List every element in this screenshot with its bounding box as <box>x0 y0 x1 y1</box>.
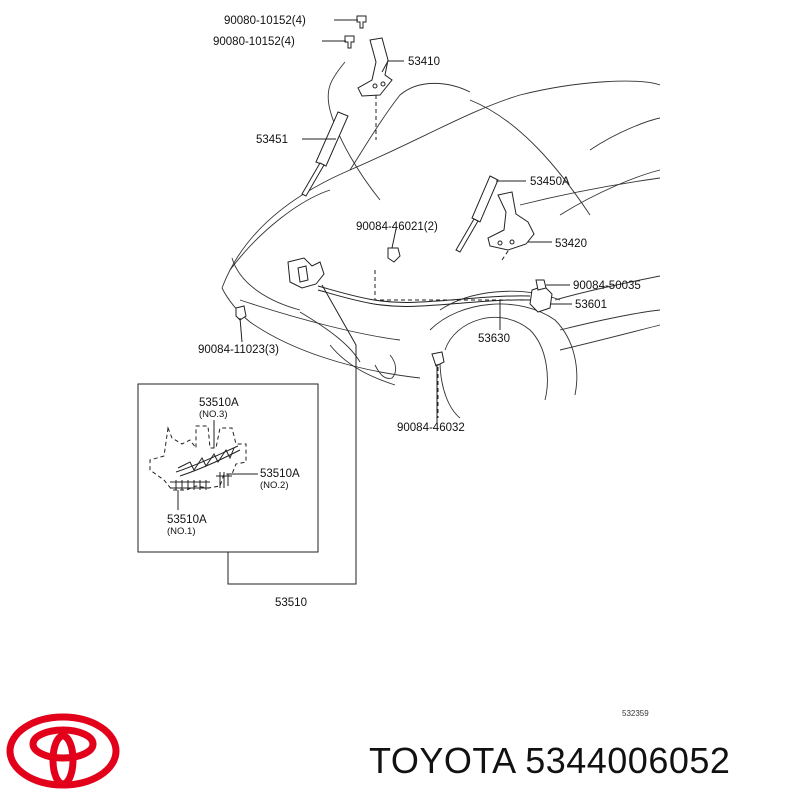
label-strut-right: 53450A <box>530 176 570 188</box>
label-spring-no2-sub: (NO.2) <box>260 480 289 491</box>
label-cable: 53630 <box>478 333 510 345</box>
label-hinge: 53410 <box>408 56 440 68</box>
leader-lines <box>227 19 572 585</box>
label-bolt-b: 90080-10152(4) <box>213 36 295 48</box>
spring-no2 <box>216 472 232 488</box>
label-clip-b: 90084-50035 <box>573 280 641 292</box>
label-spring-no3-sub: (NO.3) <box>199 409 228 420</box>
label-lever: 53601 <box>575 299 607 311</box>
release-lever <box>529 285 553 313</box>
hood-strut-left <box>301 111 349 197</box>
label-bolt-a: 90080-10152(4) <box>224 15 306 27</box>
label-spring-no2: 53510A <box>260 468 300 480</box>
clip-icon <box>431 351 445 367</box>
label-strut-left: 53451 <box>256 134 288 146</box>
label-clip-d: 90084-46032 <box>397 422 465 434</box>
label-spring-no1-sub: (NO.1) <box>167 526 196 537</box>
label-clip-a: 90084-46021(2) <box>356 221 438 233</box>
release-cable <box>317 285 531 308</box>
label-spring-no1: 53510A <box>167 514 207 526</box>
detail-leaders <box>177 420 258 510</box>
hood-lock <box>287 257 325 289</box>
detail-callout-box <box>137 383 319 553</box>
clip-icon <box>235 305 247 321</box>
label-lock-assy: 53510 <box>275 597 307 609</box>
hood-strut-right <box>455 175 499 253</box>
hood-hinge-left <box>357 37 393 97</box>
spring-no3 <box>175 445 241 477</box>
toyota-logo-icon <box>6 713 120 789</box>
diagram-code: 532359 <box>622 709 649 718</box>
brand-part-number: TOYOTA 5344006052 <box>369 740 731 781</box>
label-hinge-right: 53420 <box>555 238 587 250</box>
clip-icon <box>535 279 547 291</box>
label-clip-c: 90084-11023(3) <box>198 344 279 356</box>
bolt-icon <box>356 15 367 29</box>
spring-no1 <box>170 480 210 490</box>
clip-icon <box>387 247 401 263</box>
label-spring-no3: 53510A <box>199 397 239 409</box>
hood-lock-detail <box>149 425 247 491</box>
hood-hinge-right <box>487 191 535 251</box>
bolt-icon <box>344 35 355 49</box>
car-body-outline <box>221 61 661 419</box>
